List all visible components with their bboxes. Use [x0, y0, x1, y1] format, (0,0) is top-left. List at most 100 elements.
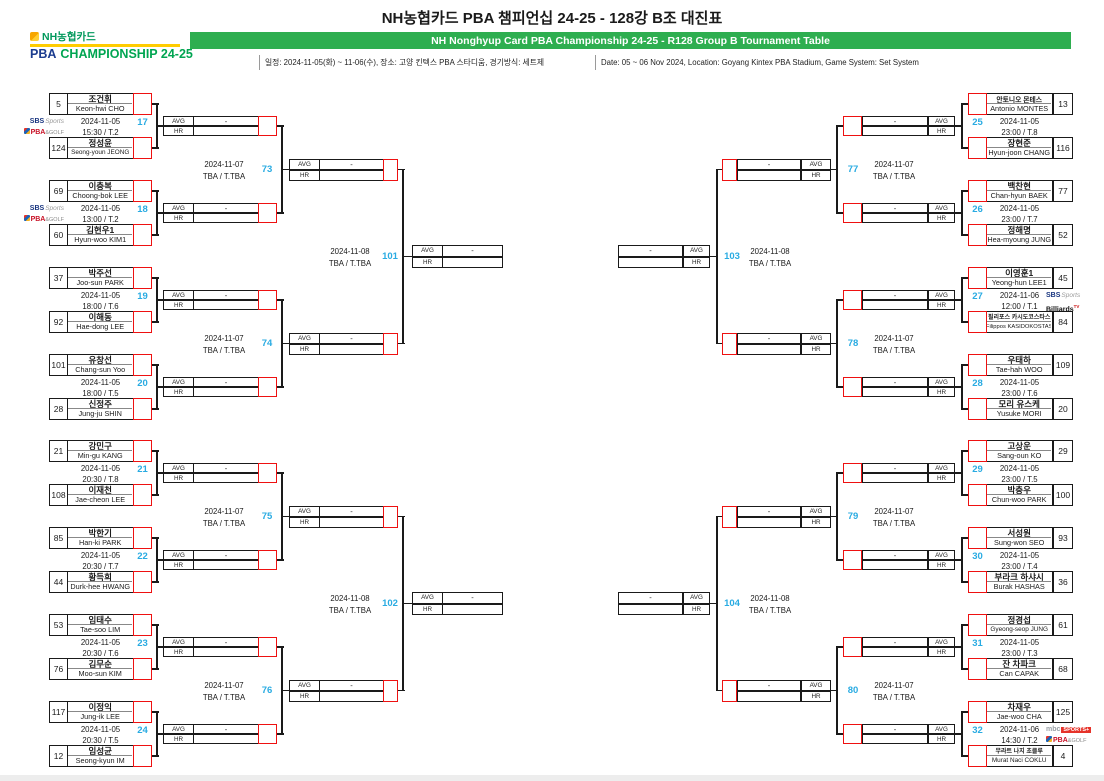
player-score-cell — [133, 571, 152, 593]
hr-value — [193, 647, 259, 657]
player-name-kr: 이해동 — [68, 312, 133, 322]
sbs-sports-logo-text: Sports — [45, 205, 64, 212]
bracket-connector — [961, 364, 963, 410]
score-cell — [383, 505, 398, 528]
avg-value: - — [737, 332, 801, 344]
player-score-cell — [968, 745, 987, 767]
bracket-connector — [152, 711, 159, 713]
bracket-connector — [277, 299, 284, 301]
nh-logo-icon — [30, 32, 39, 41]
avg-value: - — [737, 158, 801, 170]
match-time: TBA / T.TBA — [202, 346, 246, 355]
bracket-connector — [960, 408, 968, 410]
bracket-connector — [403, 602, 412, 605]
player-name-en: Hyun-joon CHANG — [988, 148, 1051, 158]
match-time: TBA / T.TBA — [202, 693, 246, 702]
bracket-connector — [831, 342, 837, 345]
bracket-connector — [955, 646, 962, 648]
pba-logo-text: PBA — [30, 47, 57, 61]
sbs-sports-logo: SBSSports — [20, 203, 64, 214]
bracket-connector — [157, 472, 163, 474]
bracket-connector — [955, 125, 962, 127]
player-score-cell — [133, 745, 152, 767]
player-seed: 20 — [1053, 398, 1073, 420]
bracket-connector — [835, 733, 843, 735]
avg-value: - — [862, 377, 928, 387]
match-date: 2024-11-07 — [204, 507, 244, 516]
bracket-connector — [152, 147, 159, 149]
bracket-connector — [831, 168, 837, 171]
player-score-cell — [968, 614, 987, 636]
player-score-cell — [133, 484, 152, 506]
match-time: 20:30 / T.6 — [82, 649, 119, 658]
sbs-sports-logo: SBSSports — [1046, 290, 1096, 301]
avg-value: - — [862, 290, 928, 300]
bracket-connector — [152, 234, 159, 236]
player-score-cell — [133, 93, 152, 115]
score-cell — [258, 203, 277, 223]
bracket-connector — [960, 234, 968, 236]
hr-label: HR — [801, 169, 831, 181]
score-cell — [843, 724, 862, 744]
hr-label: HR — [928, 647, 955, 657]
player-seed: 36 — [1053, 571, 1073, 593]
bracket-connector — [960, 190, 968, 192]
hr-label: HR — [412, 256, 443, 268]
avg-label: AVG — [163, 637, 194, 647]
player-score-cell — [968, 701, 987, 723]
hr-label: HR — [683, 256, 710, 268]
player-seed: 101 — [49, 354, 68, 376]
match-number: 32 — [972, 725, 983, 736]
sbs-sports-logo-text: Sports — [45, 118, 64, 125]
match-date: 2024-11-05 — [80, 204, 121, 213]
bracket-connector — [960, 537, 968, 539]
avg-label: AVG — [801, 332, 831, 344]
bracket-connector — [282, 689, 289, 692]
bracket-connector — [960, 277, 968, 279]
avg-label: AVG — [163, 377, 194, 387]
bracket-connector — [961, 103, 963, 149]
player-score-cell — [133, 527, 152, 549]
player-seed: 69 — [49, 180, 68, 202]
score-cell — [722, 679, 737, 702]
sbs-sports-logo-text: SBS — [29, 205, 45, 212]
bracket-connector — [157, 125, 163, 127]
match-time: TBA / T.TBA — [872, 519, 916, 528]
bracket-connector — [835, 472, 843, 474]
pba-golf-icon — [23, 215, 30, 221]
hr-label: HR — [289, 343, 320, 355]
score-cell — [722, 332, 737, 355]
player-seed: 21 — [49, 440, 68, 462]
bracket-connector — [716, 515, 718, 692]
avg-value: - — [862, 463, 928, 473]
player-score-cell — [968, 571, 987, 593]
hr-label: HR — [928, 473, 955, 483]
player-name-en: Moo-sun KIM — [78, 669, 122, 679]
player-name-en: Jae-woo CHA — [996, 712, 1042, 722]
match-time: 23:00 / T.6 — [1001, 389, 1038, 398]
bracket-connector — [960, 755, 968, 757]
player-name-en: Seong-youn JEONG — [71, 149, 130, 157]
sbs-sports-logo-text: Sports — [1061, 292, 1081, 299]
player-score-cell — [968, 267, 987, 289]
player-name-en: Sung-won SEO — [994, 538, 1045, 548]
avg-value: - — [319, 332, 384, 344]
hr-value — [862, 387, 928, 397]
match-date: 2024-11-05 — [999, 551, 1040, 560]
player-seed: 125 — [1053, 701, 1073, 723]
player-name-kr: 박충우 — [987, 485, 1052, 495]
avg-value: - — [193, 724, 259, 734]
player-score-cell — [968, 440, 987, 462]
bracket-connector — [710, 602, 717, 605]
player-score-cell — [133, 614, 152, 636]
avg-value: - — [193, 290, 259, 300]
event-info-korean: 일정: 2024-11-05(화) ~ 11-06(수), 장소: 고양 킨텍스… — [259, 55, 544, 70]
bracket-connector — [277, 559, 284, 561]
player-score-cell — [968, 180, 987, 202]
